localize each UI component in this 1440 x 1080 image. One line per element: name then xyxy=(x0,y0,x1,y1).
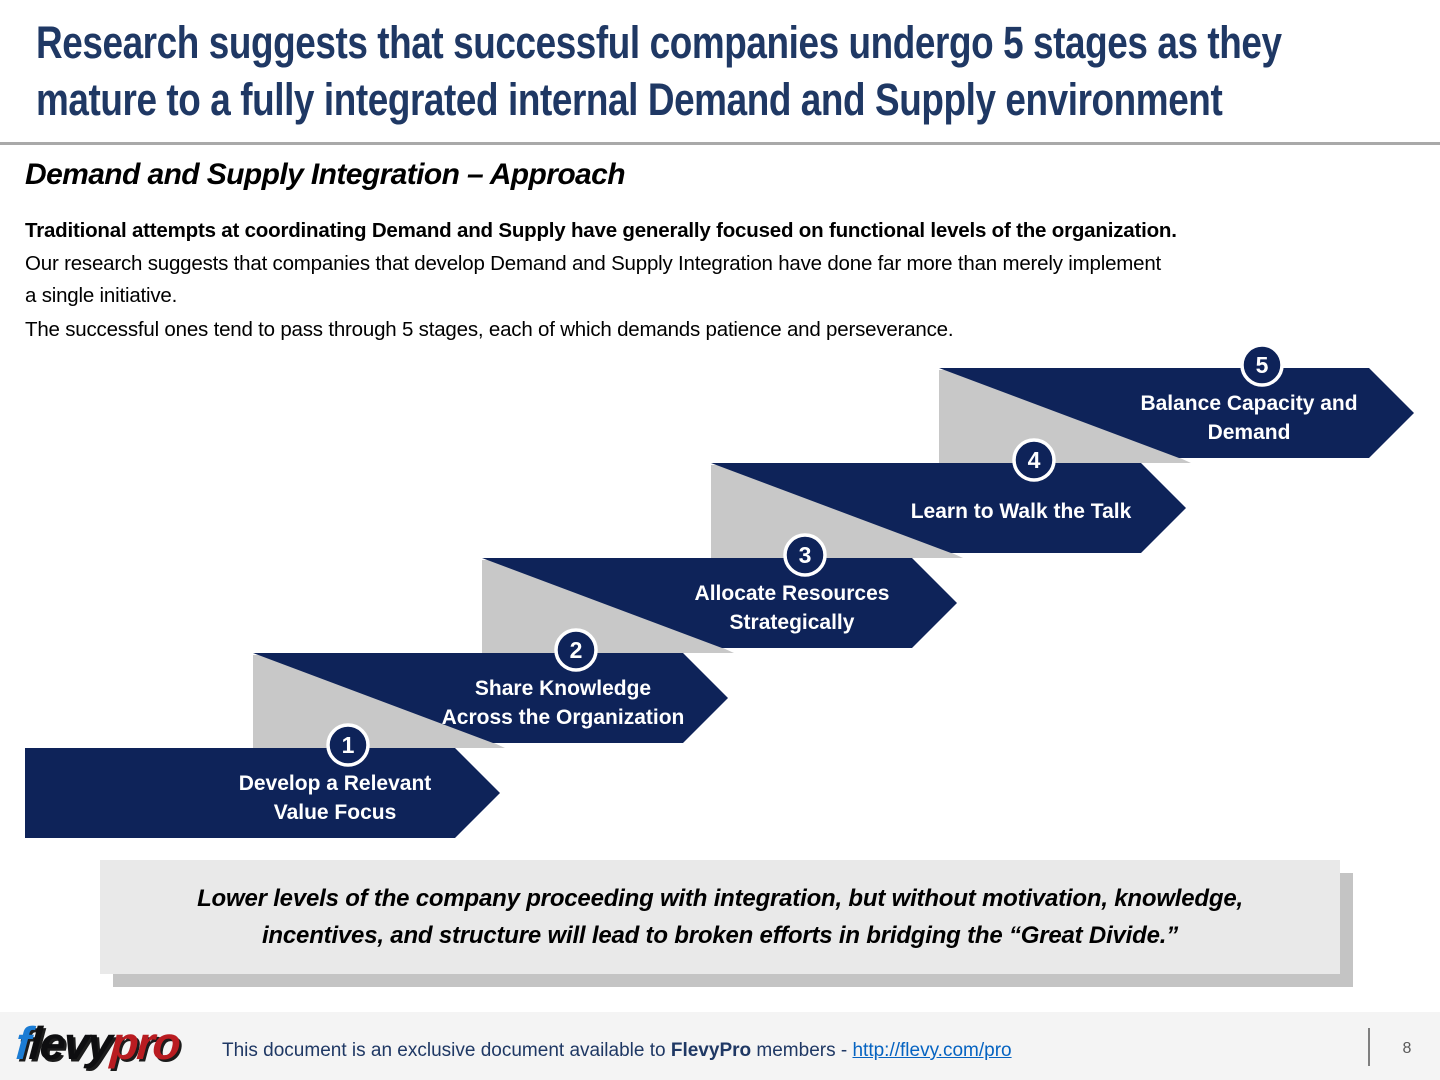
stage-3-number-badge xyxy=(783,533,827,577)
slide-title-line-2: mature to a fully integrated internal De… xyxy=(36,74,1223,125)
section-heading: Demand and Supply Integration – Approach xyxy=(25,158,626,191)
stage-5-label-line-1: Balance Capacity and xyxy=(1140,392,1357,415)
stage-3-number: 3 xyxy=(799,542,812,568)
stage-1-label-line-1: Develop a Relevant xyxy=(239,772,432,795)
footer-link[interactable]: http://flevy.com/pro xyxy=(852,1040,1012,1061)
callout-text-line-2: incentives, and structure will lead to b… xyxy=(261,922,1179,949)
intro-paragraph-line-2: a single initiative. xyxy=(25,284,178,307)
stage-5-number-badge xyxy=(1240,343,1284,387)
title-divider xyxy=(0,142,1440,145)
stage-3-ramp-shape xyxy=(482,560,734,653)
stage-2-arrow-shape xyxy=(253,653,728,743)
stage-4-number-badge xyxy=(1012,438,1056,482)
page-number: 8 xyxy=(1402,1040,1412,1057)
stage-step-3: 3 Allocate Resources Strategically xyxy=(482,533,957,653)
stage-4-label-line-1: Learn to Walk the Talk xyxy=(911,500,1132,523)
logo-part-levy: levy xyxy=(27,1017,113,1069)
stage-2-number: 2 xyxy=(570,637,583,663)
stage-2-label-line-1: Share Knowledge xyxy=(475,677,651,700)
intro-paragraph-line-1: Our research suggests that companies tha… xyxy=(25,252,1162,275)
intro-paragraph: Our research suggests that companies tha… xyxy=(25,248,1161,312)
stage-4-ramp-shape xyxy=(711,465,963,558)
intro-paragraph-bold: Traditional attempts at coordinating Dem… xyxy=(25,219,1177,242)
stage-1-number-badge xyxy=(326,723,370,767)
stage-2-number-badge xyxy=(554,628,598,672)
stage-step-4: 4 Learn to Walk the Talk xyxy=(711,438,1186,558)
callout-text-line-1: Lower levels of the company proceeding w… xyxy=(197,885,1243,912)
slide-title: Research suggests that successful compan… xyxy=(36,14,1282,128)
footer: flevypro This document is an exclusive d… xyxy=(0,1012,1440,1080)
callout-box: Lower levels of the company proceeding w… xyxy=(100,860,1340,974)
slide-title-line-1: Research suggests that successful compan… xyxy=(36,17,1282,68)
stage-4-number: 4 xyxy=(1028,447,1041,473)
stage-5-arrow-shape xyxy=(939,368,1414,458)
page-number-divider xyxy=(1368,1028,1370,1066)
footer-brand: FlevyPro xyxy=(670,1040,752,1061)
stage-5-ramp-shape xyxy=(939,370,1191,463)
stage-5-label-line-2: Demand xyxy=(1208,421,1291,444)
stage-2-ramp-shape xyxy=(253,655,505,748)
stage-step-5: 5 Balance Capacity and Demand xyxy=(939,343,1414,463)
footer-note-prefix: This document is an exclusive document a… xyxy=(222,1040,671,1061)
intro-paragraph-closing: The successful ones tend to pass through… xyxy=(25,318,954,341)
stage-3-label-line-2: Strategically xyxy=(730,611,855,634)
stage-3-label-line-1: Allocate Resources xyxy=(695,582,890,605)
footer-note: This document is an exclusive document a… xyxy=(222,1040,1012,1062)
stage-2-label-line-2: Across the Organization xyxy=(442,706,685,729)
stage-step-2: 2 Share Knowledge Across the Organizatio… xyxy=(253,628,728,748)
stage-step-1: 1 Develop a Relevant Value Focus xyxy=(25,723,500,838)
stage-5-number: 5 xyxy=(1256,352,1269,378)
flevypro-logo: flevypro xyxy=(14,1016,181,1070)
logo-part-pro: pro xyxy=(108,1017,181,1069)
stage-1-number: 1 xyxy=(342,732,355,758)
five-stage-staircase-diagram: 5 Balance Capacity and Demand 4 Learn to… xyxy=(25,343,1414,838)
stage-1-label-line-2: Value Focus xyxy=(274,801,397,824)
stage-3-arrow-shape xyxy=(482,558,957,648)
stage-1-arrow-shape xyxy=(25,748,500,838)
stage-4-arrow-shape xyxy=(711,463,1186,553)
footer-note-suffix: members - xyxy=(751,1040,853,1061)
